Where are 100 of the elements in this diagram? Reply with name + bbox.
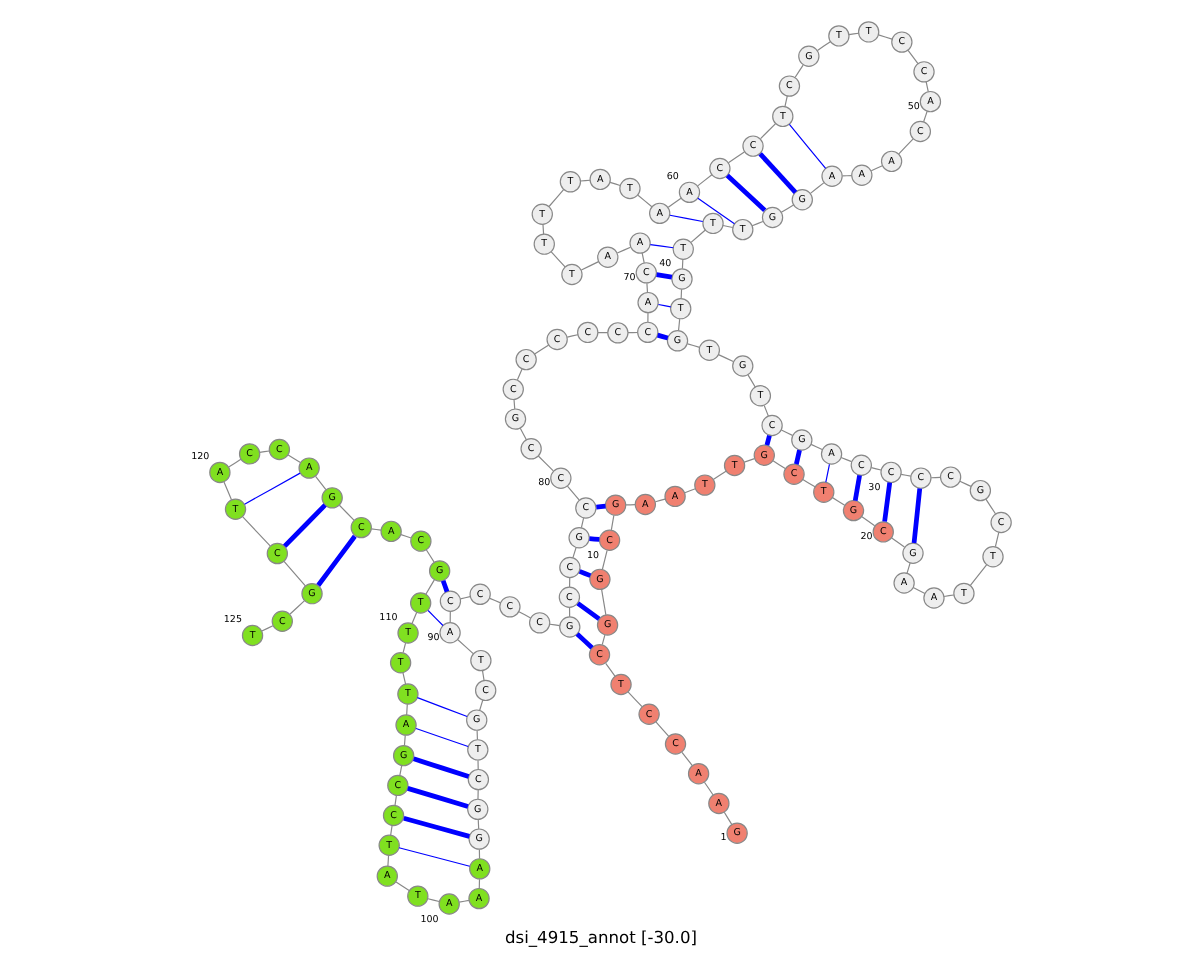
connector	[227, 458, 241, 468]
connector	[480, 670, 484, 681]
connector	[984, 498, 996, 515]
connector	[517, 611, 531, 619]
connector	[579, 261, 599, 271]
connector	[401, 642, 406, 654]
connector	[402, 734, 405, 746]
connector	[722, 811, 732, 826]
connector	[426, 898, 439, 903]
connector	[604, 662, 615, 677]
connector	[656, 303, 671, 308]
connector	[399, 534, 411, 539]
connector	[222, 481, 232, 501]
connector	[424, 579, 434, 595]
connector	[890, 537, 905, 548]
connector	[869, 165, 882, 172]
connector	[746, 374, 755, 388]
connector	[565, 334, 578, 338]
connector	[779, 429, 793, 436]
connector	[402, 816, 469, 839]
connector	[426, 609, 443, 627]
connector	[314, 475, 326, 491]
connector	[258, 450, 269, 453]
connector	[869, 467, 881, 471]
connector	[815, 41, 830, 51]
connector	[588, 536, 599, 542]
connector	[696, 174, 712, 187]
connector	[286, 454, 300, 464]
connector	[477, 848, 480, 860]
connector	[787, 123, 826, 170]
connector	[801, 478, 815, 488]
connector	[702, 781, 713, 796]
connector	[626, 331, 638, 334]
connector	[851, 474, 861, 501]
connector	[548, 623, 560, 627]
connector	[533, 344, 548, 355]
connector	[476, 789, 478, 800]
connector	[689, 229, 705, 243]
connector	[547, 189, 564, 208]
connector	[394, 881, 409, 892]
connector	[809, 443, 822, 451]
connector	[783, 95, 787, 107]
connector	[405, 703, 407, 716]
connector	[654, 721, 669, 737]
connector	[369, 528, 381, 531]
connector	[488, 597, 501, 604]
connector	[905, 562, 910, 574]
connector	[993, 532, 999, 548]
connector	[830, 497, 845, 506]
connector	[241, 516, 270, 547]
connector	[424, 549, 434, 563]
connector	[536, 455, 553, 472]
connector	[839, 456, 852, 463]
connector	[389, 824, 392, 836]
connector	[410, 611, 417, 625]
connector	[824, 463, 830, 483]
connector	[541, 223, 544, 235]
connector	[763, 434, 771, 446]
connector	[243, 472, 300, 505]
connector	[645, 282, 648, 293]
connector	[680, 258, 683, 270]
connector	[565, 485, 579, 501]
connector	[578, 179, 590, 182]
connector	[515, 368, 522, 381]
connector	[726, 151, 744, 164]
connector	[646, 312, 648, 323]
connector	[260, 625, 273, 632]
connector	[676, 318, 680, 332]
connector	[750, 220, 763, 227]
connector	[315, 534, 356, 587]
connector	[666, 197, 681, 208]
connector	[398, 765, 402, 776]
connector	[881, 482, 892, 522]
connector	[600, 634, 605, 646]
connector	[793, 64, 803, 78]
connector	[899, 473, 911, 477]
connector	[337, 504, 354, 521]
connector	[724, 173, 766, 212]
connector	[942, 594, 954, 598]
connector	[415, 697, 467, 718]
connector	[847, 32, 859, 36]
connector	[653, 498, 665, 503]
connector	[609, 514, 614, 531]
connector	[793, 449, 801, 465]
connector	[386, 854, 389, 867]
connector	[958, 480, 971, 487]
connector	[439, 579, 449, 593]
connector	[411, 756, 469, 779]
connector	[401, 672, 406, 685]
connector	[457, 899, 469, 903]
connector	[600, 588, 606, 616]
connector	[475, 729, 478, 741]
connector	[624, 504, 635, 506]
connector	[721, 224, 733, 229]
connector	[686, 343, 700, 348]
connector	[640, 252, 644, 264]
connector	[771, 460, 785, 470]
connector	[922, 110, 927, 123]
connector	[716, 354, 733, 363]
connector	[478, 699, 483, 711]
